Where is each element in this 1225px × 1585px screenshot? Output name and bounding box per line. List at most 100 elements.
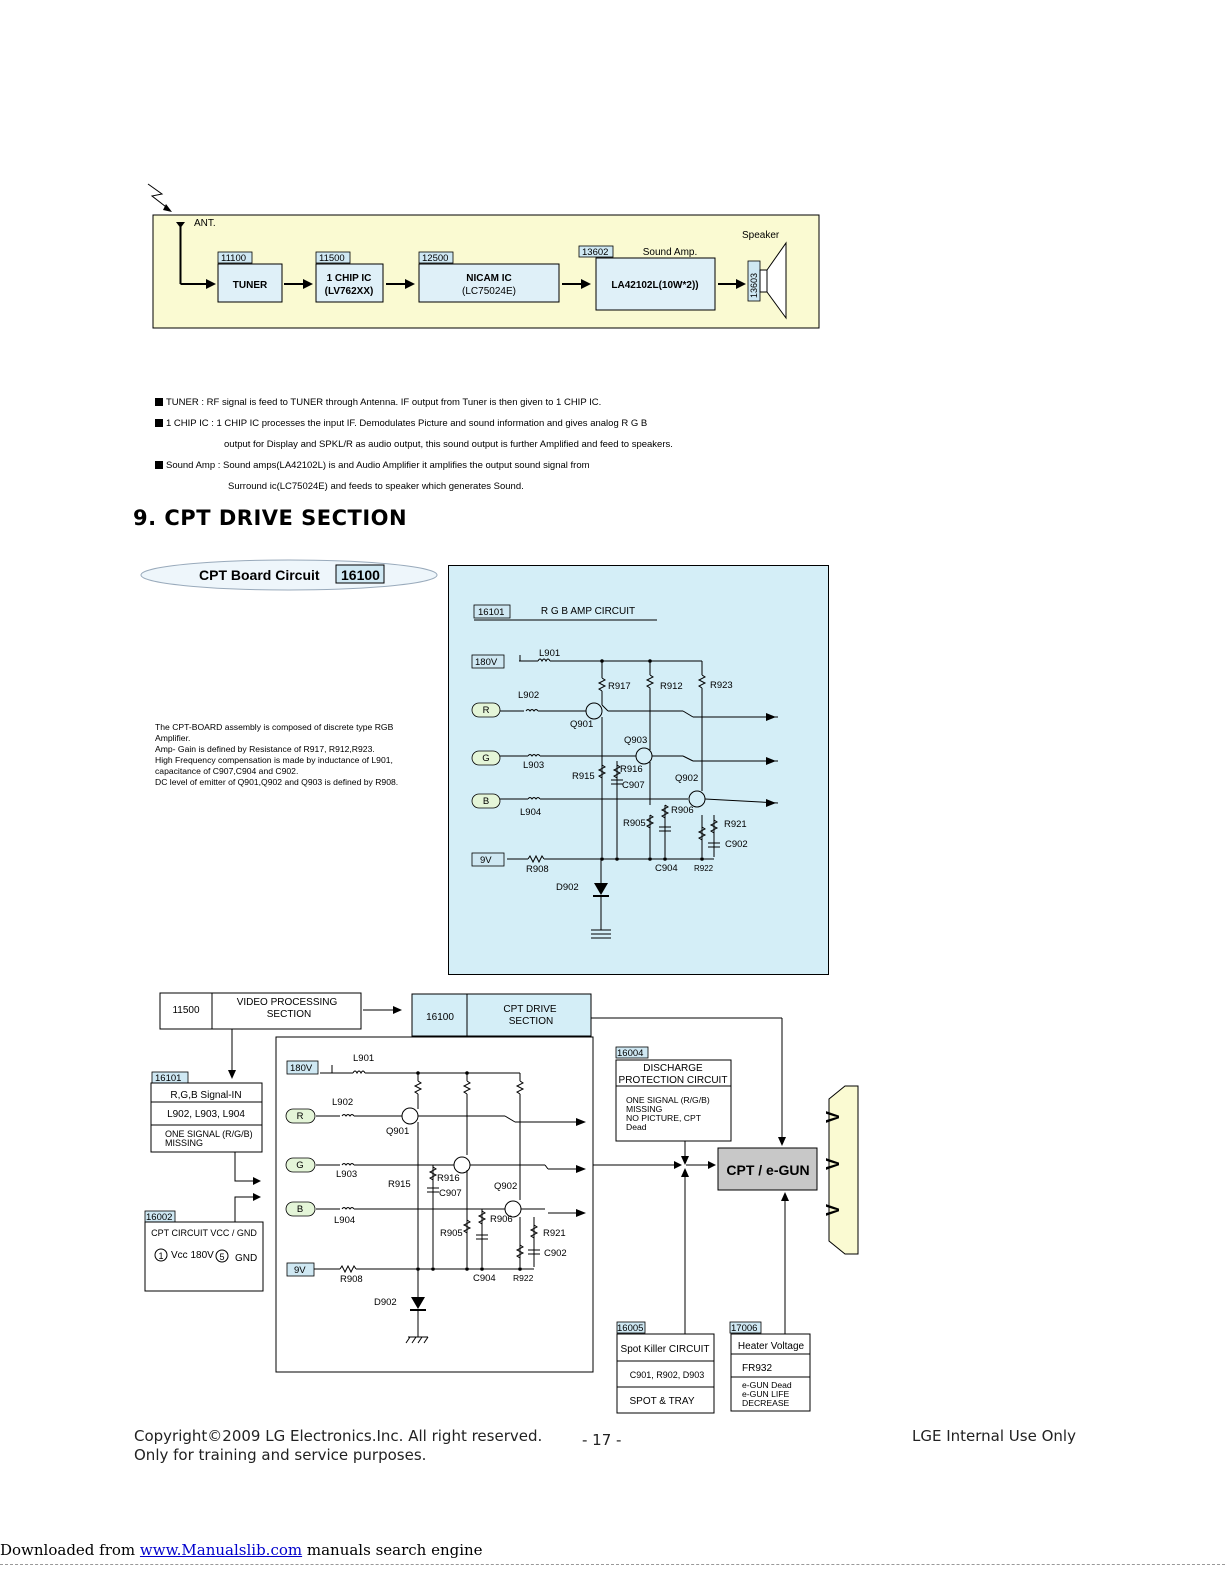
spot-title: Spot Killer CIRCUIT <box>621 1344 710 1355</box>
label-r922: R922 <box>694 864 714 873</box>
spot-code: 16005 <box>617 1323 643 1334</box>
bullet-square-icon <box>155 398 163 406</box>
flow-input-b: B <box>297 1204 303 1215</box>
tuner-label: TUNER <box>233 280 268 291</box>
nicam-label-2: (LC75024E) <box>462 286 516 297</box>
ant-label: ANT. <box>194 218 216 229</box>
label-r908: R908 <box>526 864 549 875</box>
discharge-body-3: NO PICTURE, CPT <box>626 1113 702 1123</box>
sound-amp-label: Sound Amp. <box>643 247 697 258</box>
discharge-title-2: PROTECTION CIRCUIT <box>619 1075 728 1086</box>
rgb-input-r: R <box>483 705 490 716</box>
cpt-drive-code: 16100 <box>426 1012 454 1023</box>
tuner-code: 11100 <box>221 253 246 264</box>
rgb-input-g: G <box>482 753 489 764</box>
rgb-180v: 180V <box>475 657 498 668</box>
heater-body-2: e-GUN LIFE <box>742 1389 790 1399</box>
rgb-in-missing-1: ONE SIGNAL (R/G/B) <box>165 1129 253 1139</box>
amp-label: LA42102L(10W*2)) <box>611 280 698 291</box>
cpt-board-code: 16100 <box>341 567 380 583</box>
label-r916: R916 <box>620 764 643 775</box>
bullet-sound-amp-cont: Surround ic(LC75024E) and feeds to speak… <box>228 481 524 492</box>
label-l902: L902 <box>518 690 539 701</box>
gnd-label: GND <box>235 1253 257 1264</box>
video-label-2: SECTION <box>267 1009 311 1020</box>
rgb-input-b: B <box>483 796 489 807</box>
cpt-drive-label-2: SECTION <box>509 1016 553 1027</box>
label-r917: R917 <box>608 681 631 692</box>
heater-title: Heater Voltage <box>738 1341 805 1352</box>
flow-label-r905: R905 <box>440 1228 463 1239</box>
cpt-board-label: CPT Board Circuit 16100 <box>140 559 438 591</box>
footer-internal: LGE Internal Use Only <box>912 1427 1076 1445</box>
rgb-amp-code: 16101 <box>478 607 504 618</box>
label-r915: R915 <box>572 771 595 782</box>
v-mark-1: V <box>823 1111 843 1123</box>
vcc-label: Vcc 180V <box>171 1250 214 1261</box>
bullet-tuner: TUNER : RF signal is feed to TUNER throu… <box>155 397 601 408</box>
label-q901: Q901 <box>570 719 593 730</box>
footer-page-number: - 17 - <box>582 1431 622 1449</box>
bullet-square-icon <box>155 461 163 469</box>
flow-9v: 9V <box>294 1265 306 1276</box>
label-r905: R905 <box>623 818 646 829</box>
cpt-board-text: CPT Board Circuit <box>199 567 320 583</box>
flow-label-q901: Q901 <box>386 1126 409 1137</box>
label-d902: D902 <box>556 882 579 893</box>
nicam-label-1: NICAM IC <box>466 273 512 284</box>
discharge-code: 16004 <box>617 1048 643 1059</box>
discharge-body-1: ONE SIGNAL (R/G/B) <box>626 1095 710 1105</box>
flow-label-r915: R915 <box>388 1179 411 1190</box>
flow-label-l904: L904 <box>334 1215 355 1226</box>
flow-input-g: G <box>296 1160 303 1171</box>
v-mark-2: V <box>823 1158 843 1170</box>
chip-label-1: 1 CHIP IC <box>327 273 372 284</box>
discharge-body-4: Dead <box>626 1122 647 1132</box>
audio-block-diagram: ANT. 11100 TUNER 11500 1 CHIP IC (LV762X… <box>147 183 820 329</box>
label-r923: R923 <box>710 680 733 691</box>
download-suffix: manuals search engine <box>302 1541 483 1559</box>
vcc-gnd-title: CPT CIRCUIT VCC / GND <box>151 1228 257 1238</box>
download-prefix: Downloaded from <box>0 1541 140 1559</box>
rgb-in-missing-2: MISSING <box>165 1138 203 1148</box>
rgb-amp-circuit: 16101 R G B AMP CIRCUIT <box>448 565 829 975</box>
flow-label-r921: R921 <box>543 1228 566 1239</box>
flow-label-r906: R906 <box>490 1214 513 1225</box>
label-r921: R921 <box>724 819 747 830</box>
label-l904: L904 <box>520 807 541 818</box>
rgb-in-code: 16101 <box>155 1073 181 1084</box>
vcc-pin-1: 1 <box>158 1251 163 1261</box>
bullet-square-icon <box>155 419 163 427</box>
flow-label-c904: C904 <box>473 1273 496 1284</box>
cpt-drive-label-1: CPT DRIVE <box>503 1004 556 1015</box>
cpt-flow-diagram: 11500 VIDEO PROCESSING SECTION 16100 CPT… <box>144 992 859 1414</box>
video-label-1: VIDEO PROCESSING <box>237 997 338 1008</box>
chip-code: 11500 <box>319 253 345 264</box>
amp-code: 13602 <box>582 247 608 258</box>
heater-body-3: DECREASE <box>742 1398 790 1408</box>
bullet-chip: 1 CHIP IC : 1 CHIP IC processes the inpu… <box>155 418 647 429</box>
label-c902: C902 <box>725 839 748 850</box>
spot-parts: C901, R902, D903 <box>630 1370 705 1380</box>
label-c904: C904 <box>655 863 678 874</box>
manualslib-link[interactable]: www.Manualslib.com <box>139 1541 303 1559</box>
gnd-pin-5: 5 <box>219 1252 224 1262</box>
footer-copyright: Copyright©2009 LG Electronics.Inc. All r… <box>134 1427 543 1445</box>
download-banner: Downloaded from www.Manualslib.com manua… <box>0 1541 483 1559</box>
heater-code: 17006 <box>731 1323 757 1334</box>
vcc-gnd-code: 16002 <box>146 1212 172 1223</box>
v-mark-3: V <box>823 1204 843 1216</box>
section-title: 9. CPT DRIVE SECTION <box>133 506 408 530</box>
flow-label-l903: L903 <box>336 1169 357 1180</box>
bullet-sound-amp: Sound Amp : Sound amps(LA42102L) is and … <box>155 460 590 471</box>
flow-label-r916: R916 <box>437 1173 460 1184</box>
label-q902: Q902 <box>675 773 698 784</box>
flow-label-c907: C907 <box>439 1188 462 1199</box>
egun-label: CPT / e-GUN <box>726 1162 809 1178</box>
label-l901: L901 <box>539 648 560 659</box>
label-c907: C907 <box>622 780 645 791</box>
flow-label-r908: R908 <box>340 1274 363 1285</box>
heater-body-1: e-GUN Dead <box>742 1380 792 1390</box>
flow-label-r922: R922 <box>513 1273 534 1283</box>
label-r912: R912 <box>660 681 683 692</box>
